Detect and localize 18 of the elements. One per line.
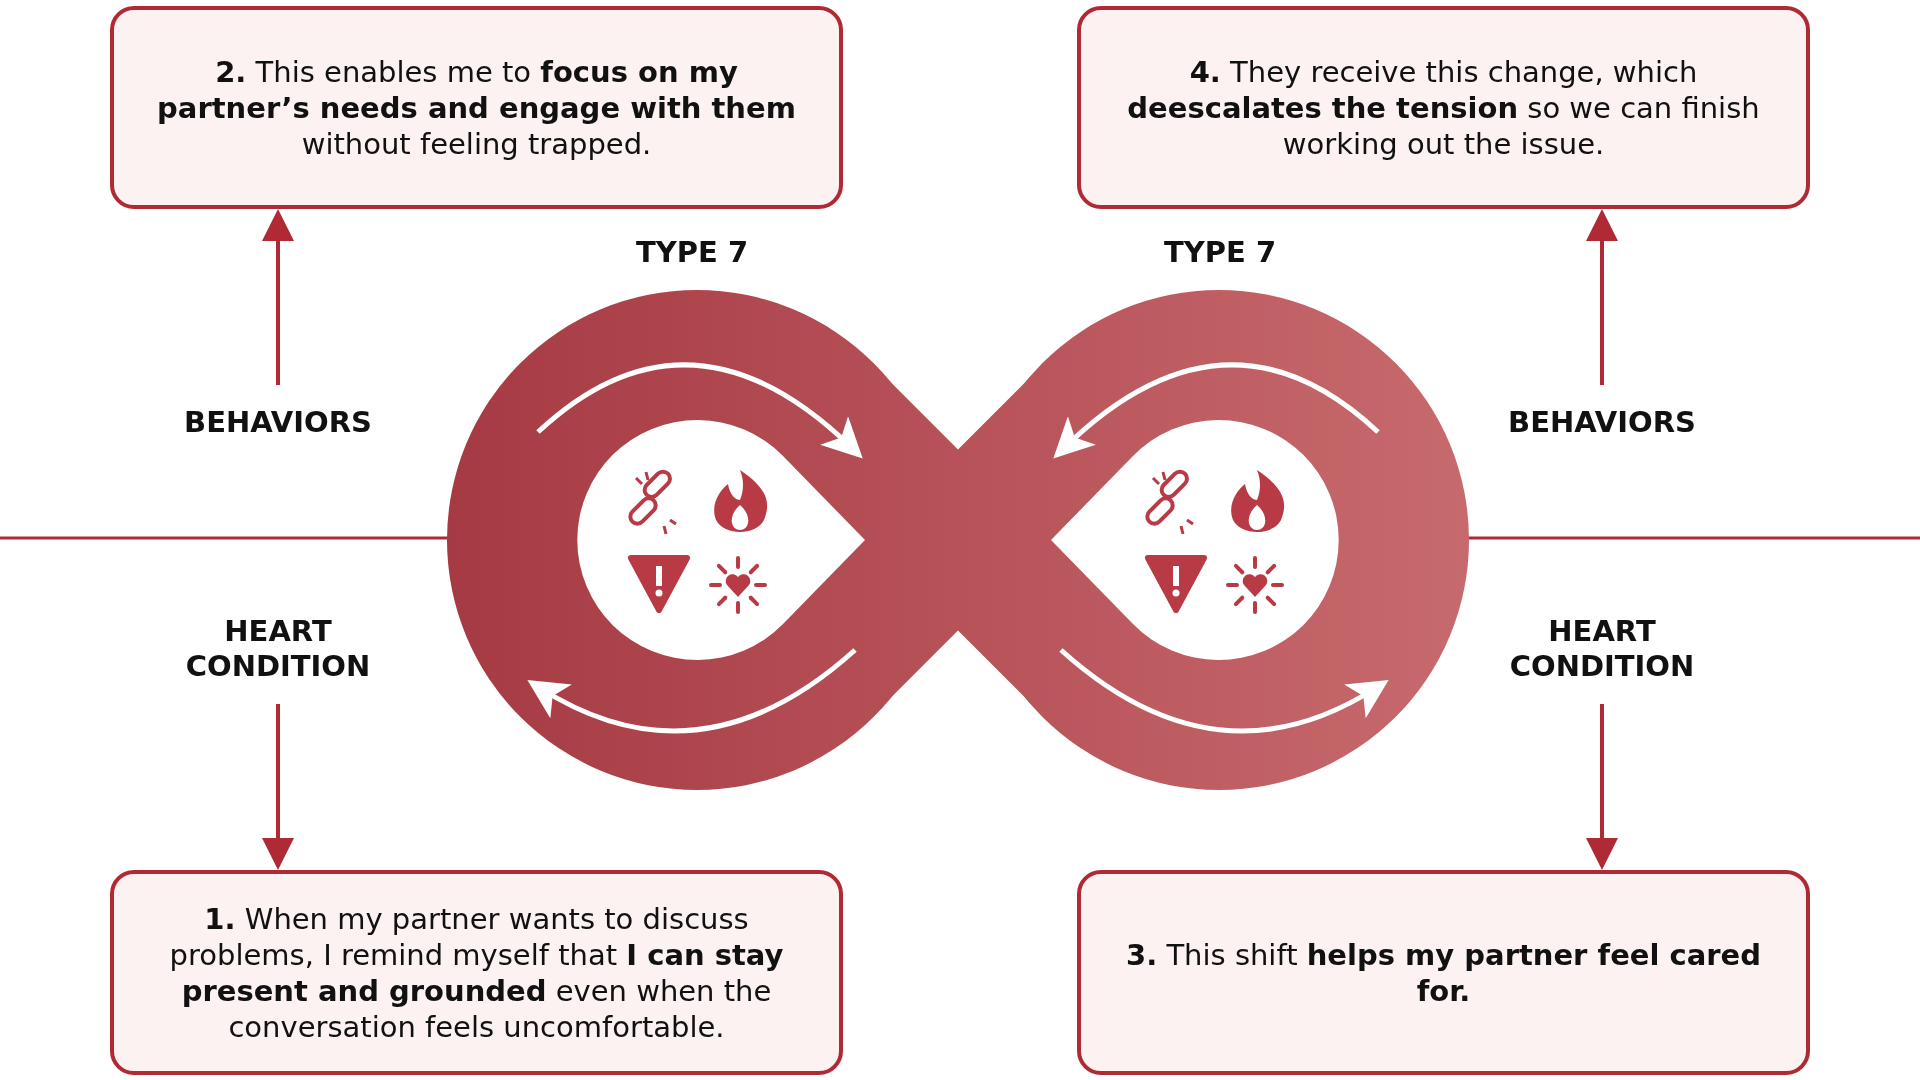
step-card — [110, 870, 843, 1075]
step-text: 2. This enables me to focus on my partner’s needs and engage with them without feeling trapped. — [156, 53, 797, 162]
step-text: 4. They receive this change, which deescalates the tension so we can finish working out the issue. — [1126, 53, 1761, 162]
step-card — [1077, 6, 1810, 209]
arrow — [262, 209, 294, 385]
section-label: BEHAVIORS — [1452, 405, 1752, 440]
step-text: 3. This shift helps my partner feel cared for. — [1125, 936, 1762, 1009]
type-label: TYPE 7 — [1162, 235, 1278, 270]
step-card — [1077, 870, 1810, 1075]
step-text: 1. When my partner wants to discuss problems, I remind myself that I can stay present and grounded even when the conversation feels uncomfortable. — [168, 900, 785, 1045]
arrow — [1586, 209, 1618, 385]
section-label: HEART CONDITION — [128, 614, 428, 684]
arrow — [1586, 704, 1618, 870]
section-label: BEHAVIORS — [128, 405, 428, 440]
step-card — [110, 6, 843, 209]
type-label: TYPE 7 — [634, 235, 750, 270]
section-label: HEART CONDITION — [1452, 614, 1752, 684]
arrow — [262, 704, 294, 870]
